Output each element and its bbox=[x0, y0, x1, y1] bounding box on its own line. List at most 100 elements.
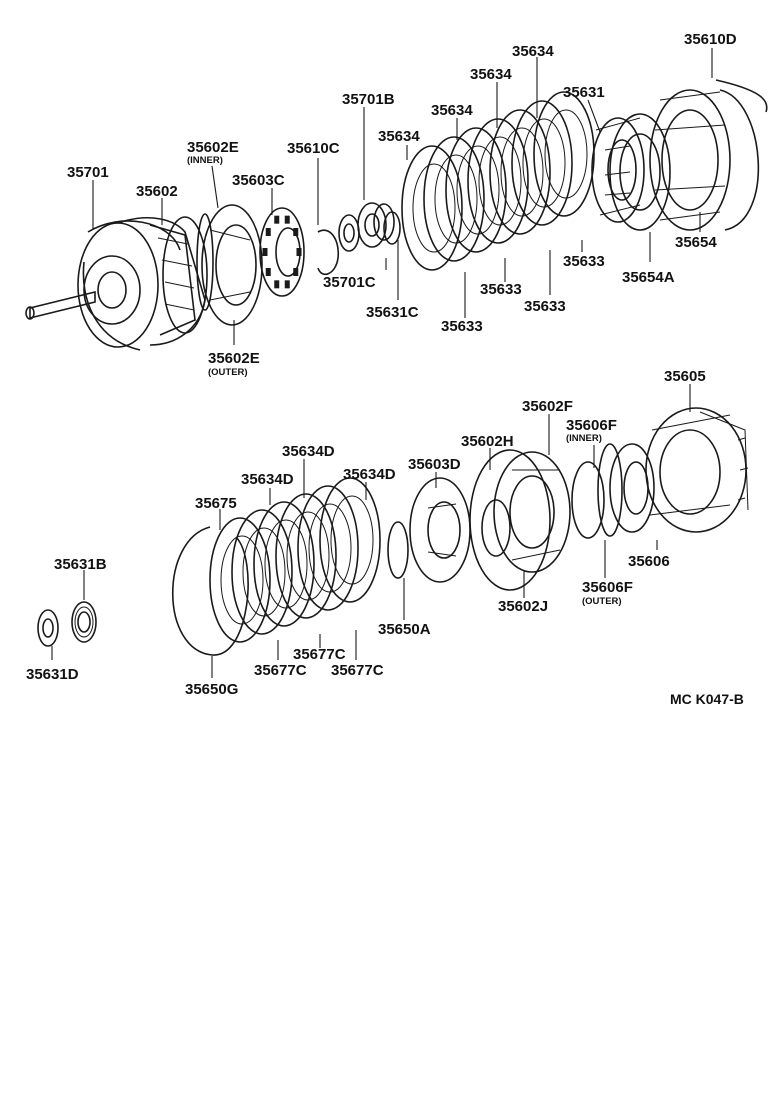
return-spring-coil bbox=[293, 228, 299, 237]
return-spring-coil bbox=[293, 267, 299, 276]
return-spring-coil bbox=[262, 248, 268, 256]
part-35602E-piston bbox=[196, 204, 263, 326]
clutch-plate bbox=[209, 517, 271, 643]
label-35606F-inner: 35606F bbox=[566, 417, 617, 434]
label-35634D: 35634D bbox=[282, 443, 335, 460]
label-35634D: 35634D bbox=[241, 471, 294, 488]
label-35631B: 35631B bbox=[54, 556, 107, 573]
label-35602H: 35602H bbox=[461, 433, 514, 450]
part-35606F-seals bbox=[571, 443, 623, 539]
label-35631C: 35631C bbox=[366, 304, 419, 321]
return-spring-coil bbox=[284, 215, 290, 224]
label-35701B: 35701B bbox=[342, 91, 395, 108]
return-spring-coil bbox=[274, 280, 280, 289]
label-35650G: 35650G bbox=[185, 681, 238, 698]
part-35701C-thrust-bearing bbox=[338, 202, 395, 252]
label-35605: 35605 bbox=[664, 368, 706, 385]
part-35634D-35677C-clutch-plates bbox=[209, 477, 381, 643]
label-35602F: 35602F bbox=[522, 398, 573, 415]
part-35610D-snap-ring bbox=[715, 79, 768, 231]
part-35602-clutch-drum bbox=[117, 216, 208, 346]
part-35631D-washer bbox=[37, 609, 59, 647]
label-35602E-inner-note: (INNER) bbox=[187, 155, 223, 166]
label-35610D: 35610D bbox=[684, 31, 737, 48]
label-35633: 35633 bbox=[563, 253, 605, 270]
part-35605-clutch-drum bbox=[645, 407, 749, 533]
clutch-plate-inner bbox=[308, 503, 352, 593]
clutch-plate-inner bbox=[478, 136, 522, 226]
clutch-plate-inner bbox=[412, 163, 456, 253]
label-35634: 35634 bbox=[378, 128, 420, 145]
clutch-plate-inner bbox=[544, 109, 588, 199]
label-35602E-inner: 35602E bbox=[187, 139, 239, 156]
clutch-plate bbox=[467, 118, 529, 244]
label-35634: 35634 bbox=[470, 66, 512, 83]
part-35631C-race bbox=[383, 211, 401, 245]
label-35634: 35634 bbox=[512, 43, 554, 60]
clutch-plate bbox=[297, 485, 359, 611]
clutch-plate bbox=[445, 127, 507, 253]
label-35602E-outer: 35602E bbox=[208, 350, 260, 367]
clutch-plate bbox=[319, 477, 381, 603]
label-35603C: 35603C bbox=[232, 172, 285, 189]
part-35634-35633-clutch-plates bbox=[401, 91, 595, 271]
part-35654A-plate bbox=[609, 113, 671, 231]
clutch-plate-inner bbox=[242, 527, 286, 617]
leader-lines bbox=[51, 48, 713, 678]
label-35603D: 35603D bbox=[408, 456, 461, 473]
part-35701-input-shaft bbox=[25, 220, 181, 351]
clutch-plate bbox=[533, 91, 595, 217]
label-35602E-outer-note: (OUTER) bbox=[208, 367, 248, 378]
clutch-plate-inner bbox=[264, 519, 308, 609]
label-35701: 35701 bbox=[67, 164, 109, 181]
clutch-plate bbox=[511, 100, 573, 226]
label-35606F-outer-note: (OUTER) bbox=[582, 596, 622, 607]
label-35701C: 35701C bbox=[323, 274, 376, 291]
label-35677C: 35677C bbox=[293, 646, 346, 663]
label-35606F-inner-note: (INNER) bbox=[566, 433, 602, 444]
label-35606F-outer: 35606F bbox=[582, 579, 633, 596]
part-35603C-return-spring bbox=[259, 207, 305, 297]
clutch-plate bbox=[253, 501, 315, 627]
part-35650A-ring bbox=[387, 521, 409, 579]
label-35633: 35633 bbox=[524, 298, 566, 315]
label-35650A: 35650A bbox=[378, 621, 431, 638]
part-35650G-snap-ring bbox=[172, 526, 249, 656]
part-35631B-bearing bbox=[71, 601, 97, 643]
part-35654-drum bbox=[649, 89, 731, 231]
label-35633: 35633 bbox=[441, 318, 483, 335]
diagram-code: MC K047-B bbox=[670, 691, 744, 707]
label-35606: 35606 bbox=[628, 553, 670, 570]
label-35654A: 35654A bbox=[622, 269, 675, 286]
return-spring-coil bbox=[274, 215, 280, 224]
part-35610C-snap-ring bbox=[317, 229, 340, 276]
return-spring-coil bbox=[284, 280, 290, 289]
clutch-plate bbox=[231, 509, 293, 635]
part-labels: 35610D 35634 35634 35631 35701B 35634 35… bbox=[26, 31, 744, 707]
clutch-plate-inner bbox=[522, 118, 566, 208]
label-35634: 35634 bbox=[431, 102, 473, 119]
label-35631: 35631 bbox=[563, 84, 605, 101]
label-35634D: 35634D bbox=[343, 466, 396, 483]
label-35675: 35675 bbox=[195, 495, 237, 512]
clutch-plate-inner bbox=[456, 145, 500, 235]
part-35603D-retainer bbox=[409, 477, 471, 583]
clutch-plate-inner bbox=[500, 127, 544, 217]
part-35602H-35602J-piston bbox=[469, 449, 571, 591]
label-35633: 35633 bbox=[480, 281, 522, 298]
label-35610C: 35610C bbox=[287, 140, 340, 157]
label-35677C: 35677C bbox=[331, 662, 384, 679]
label-35654: 35654 bbox=[675, 234, 717, 251]
label-35602: 35602 bbox=[136, 183, 178, 200]
clutch-plate-inner bbox=[330, 495, 374, 585]
clutch-plate bbox=[401, 145, 463, 271]
return-spring-coil bbox=[296, 248, 302, 256]
return-spring-coil bbox=[265, 267, 271, 276]
label-35602J: 35602J bbox=[498, 598, 548, 615]
clutch-plate bbox=[489, 109, 551, 235]
clutch-plate-inner bbox=[220, 535, 264, 625]
clutch-plate bbox=[423, 136, 485, 262]
label-35677C: 35677C bbox=[254, 662, 307, 679]
clutch-plate-inner bbox=[286, 511, 330, 601]
